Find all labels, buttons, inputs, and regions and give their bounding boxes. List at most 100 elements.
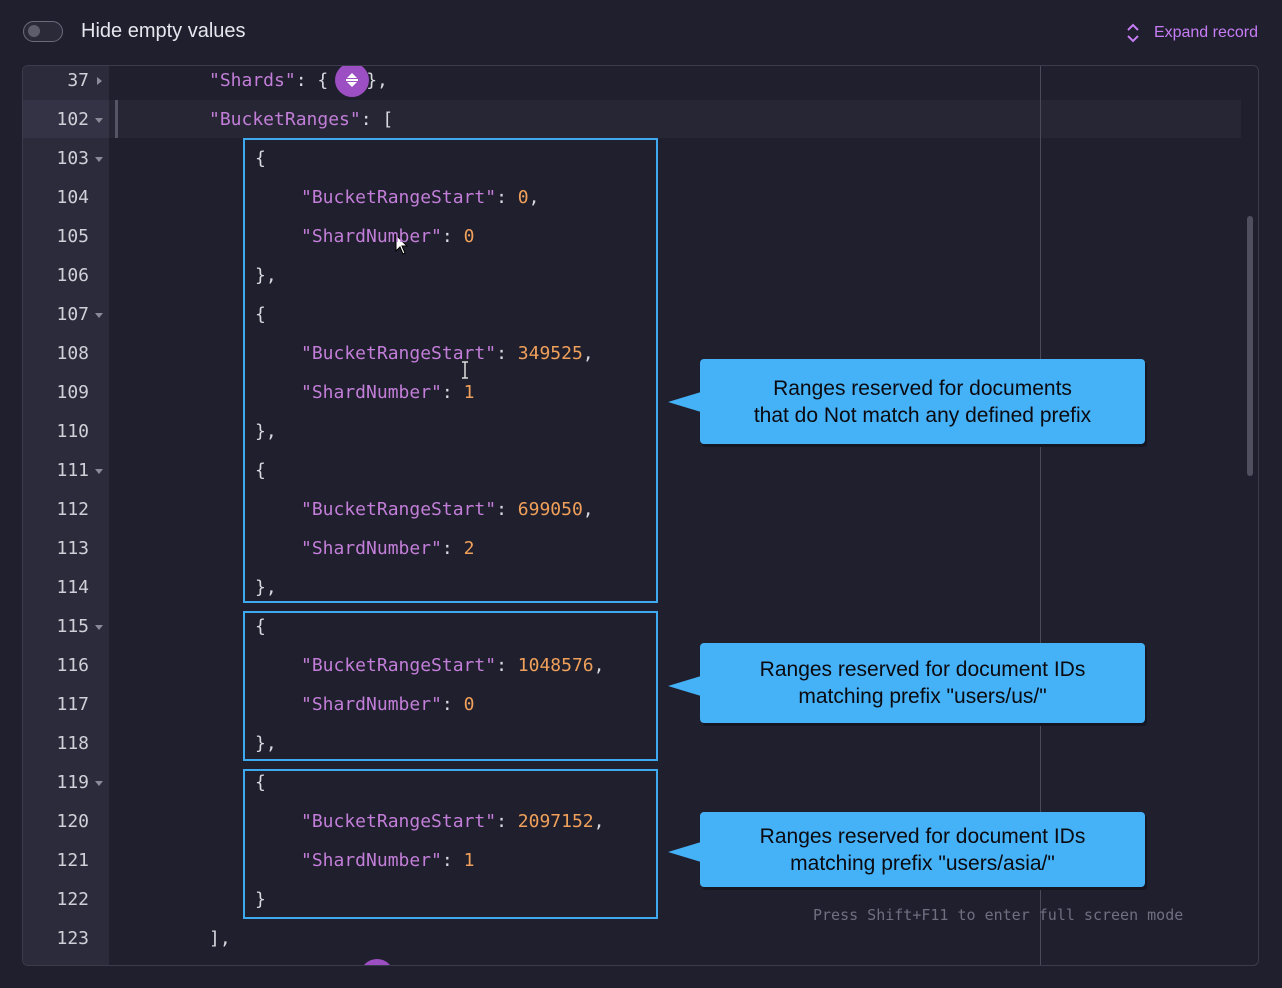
active-line-gutter	[23, 100, 109, 138]
json-number: 1	[463, 850, 475, 871]
line-number: 116	[56, 655, 89, 676]
code-line: "BucketRangeStart": 0,	[301, 183, 539, 212]
code-line: "ShardNumber": 0	[301, 690, 474, 719]
highlight-box-us-ranges	[243, 611, 658, 761]
toolbar: Hide empty values Expand record	[0, 0, 1282, 66]
line-number: 113	[56, 538, 89, 559]
punctuation: {	[255, 304, 266, 325]
line-number: 108	[56, 343, 89, 364]
fold-arrow-down-icon[interactable]	[95, 311, 103, 319]
json-key: "ShardNumber"	[301, 226, 442, 247]
line-number: 120	[56, 811, 89, 832]
punctuation: {	[255, 460, 266, 481]
code-line: ],	[209, 924, 231, 953]
callout-pointer	[668, 676, 701, 696]
line-number: 107	[56, 304, 89, 325]
line-number: 122	[56, 889, 89, 910]
hide-empty-values-toggle[interactable]	[23, 21, 63, 42]
punctuation: ,	[582, 343, 594, 364]
toggle-knob	[28, 25, 40, 37]
punctuation: },	[255, 265, 277, 286]
json-number: 349525	[517, 343, 583, 364]
json-number: 0	[517, 187, 529, 208]
json-key: "ShardNumber"	[301, 694, 442, 715]
fold-arrow-right-icon[interactable]	[95, 77, 103, 85]
json-key: "Shards"	[209, 70, 296, 91]
code-line: "BucketRanges": [	[209, 105, 393, 134]
line-number-gutter	[23, 66, 109, 965]
chevron-up-down-icon	[1127, 23, 1139, 43]
punctuation: :	[441, 382, 464, 403]
code-line: "BucketRangeStart": 2097152,	[301, 807, 604, 836]
fullscreen-hint: Press Shift+F11 to enter full screen mod…	[813, 906, 1184, 924]
punctuation: },	[366, 70, 388, 91]
callout-pointer	[668, 842, 701, 862]
punctuation: },	[255, 733, 277, 754]
code-line: "ShardNumber": 1	[301, 378, 474, 407]
punctuation: {	[255, 772, 266, 793]
punctuation: },	[255, 421, 277, 442]
line-number: 103	[56, 148, 89, 169]
fold-arrow-down-icon[interactable]	[95, 467, 103, 475]
json-number: 1048576	[517, 655, 594, 676]
json-key: "BucketRangeStart"	[301, 187, 497, 208]
line-number: 109	[56, 382, 89, 403]
punctuation: :	[496, 811, 518, 832]
punctuation: },	[255, 577, 277, 598]
fold-arrow-down-icon[interactable]	[95, 779, 103, 787]
punctuation: :	[441, 226, 464, 247]
code-line: "BucketRangeStart": 1048576,	[301, 651, 604, 680]
json-key: "BucketRangeStart"	[301, 811, 497, 832]
callout-us-ranges-text: Ranges reserved for document IDs matchin…	[759, 658, 1086, 708]
line-number: 104	[56, 187, 89, 208]
json-key: "BucketRangeStart"	[301, 655, 497, 676]
punctuation: ,	[593, 655, 605, 676]
code-line: },	[255, 573, 277, 602]
punctuation: :	[496, 655, 518, 676]
code-line: {	[255, 300, 266, 329]
json-key: "BucketRanges"	[209, 109, 361, 130]
line-number: 117	[56, 694, 89, 715]
code-line: "ShardNumber": 1	[301, 846, 474, 875]
punctuation: ],	[209, 928, 231, 949]
punctuation: : {	[295, 70, 329, 91]
line-number: 110	[56, 421, 89, 442]
code-line: },	[255, 261, 277, 290]
code-line: "Shards": {},	[209, 66, 388, 95]
collapsed-fold-button[interactable]	[335, 66, 369, 97]
callout-us-ranges: Ranges reserved for document IDs matchin…	[700, 643, 1145, 723]
line-number: 119	[56, 772, 89, 793]
fold-arrow-down-icon[interactable]	[95, 155, 103, 163]
punctuation: ,	[593, 811, 605, 832]
punctuation: ,	[582, 499, 594, 520]
fold-arrow-down-icon[interactable]	[95, 623, 103, 631]
line-number: 37	[67, 70, 89, 91]
punctuation: {	[255, 148, 266, 169]
json-key: "BucketRangeStart"	[301, 343, 497, 364]
fold-arrow-down-icon[interactable]	[95, 116, 103, 124]
callout-default-ranges: Ranges reserved for documents that do No…	[700, 359, 1145, 444]
json-key: "ShardNumber"	[301, 382, 442, 403]
collapsed-fold-button-bottom[interactable]	[360, 959, 394, 965]
code-line: {	[255, 612, 266, 641]
line-number: 118	[56, 733, 89, 754]
json-number: 699050	[517, 499, 583, 520]
code-line: {	[255, 456, 266, 485]
json-key: "BucketRangeStart"	[301, 499, 497, 520]
line-number: 115	[56, 616, 89, 637]
code-line: {	[255, 768, 266, 797]
expand-record-button[interactable]: Expand record	[1126, 23, 1258, 43]
json-number: 0	[463, 226, 475, 247]
line-number: 121	[56, 850, 89, 871]
vertical-scrollbar[interactable]	[1247, 216, 1253, 476]
json-key: "ShardNumber"	[301, 538, 442, 559]
punctuation: ,	[528, 187, 540, 208]
line-number: 112	[56, 499, 89, 520]
expand-record-label: Expand record	[1153, 24, 1258, 41]
punctuation: }	[255, 889, 266, 910]
punctuation: : [	[360, 109, 394, 130]
json-number: 1	[463, 382, 475, 403]
code-line: }	[255, 885, 266, 914]
json-editor[interactable]: Ranges reserved for documents that do No…	[22, 65, 1259, 966]
code-line: },	[255, 417, 277, 446]
